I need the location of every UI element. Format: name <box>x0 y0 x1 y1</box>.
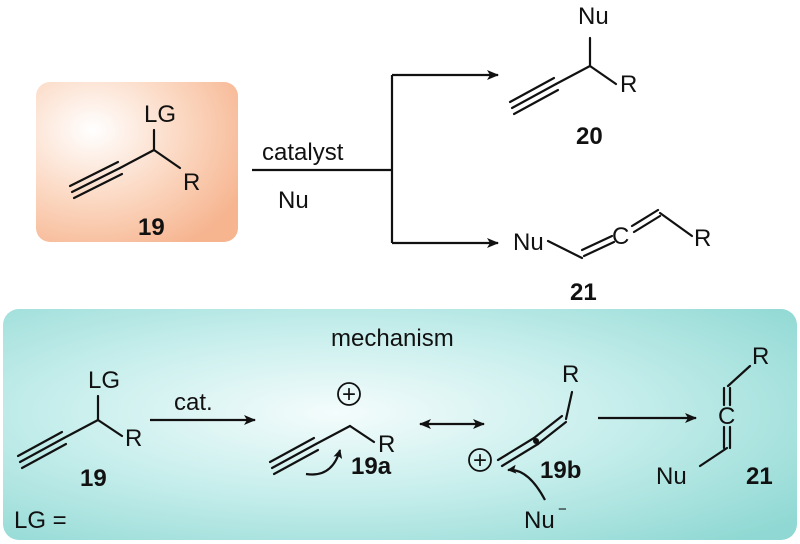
compound-19a-label: 19a <box>351 453 392 480</box>
compound-19-label: 19 <box>138 214 165 241</box>
cation-19a-charge: + <box>342 381 356 408</box>
compound-20-label: 20 <box>576 123 603 150</box>
mechanism-title: mechanism <box>331 325 454 352</box>
product-20-nucleophile-label: Nu <box>578 3 609 30</box>
mechanism-product-21-structure <box>698 364 752 468</box>
compound-19b-label: 19b <box>540 457 581 484</box>
allene-carbon-label: C <box>612 223 629 250</box>
substrate-leaving-group-label: LG <box>144 101 176 128</box>
catalyst-label: catalyst <box>262 139 344 166</box>
nucleophile-symbol: Nu <box>524 507 555 534</box>
cation-19a-r-label: R <box>378 431 395 458</box>
product-20-r-label: R <box>620 71 637 98</box>
mechanism-compound-21-label: 21 <box>746 463 773 490</box>
mechanism-leaving-group-label: LG <box>88 367 120 394</box>
mechanism-product-nucleophile-label: Nu <box>656 463 687 490</box>
product-21-r-label: R <box>694 225 711 252</box>
cation-19b-charge: + <box>473 447 487 474</box>
nucleophilic-attack-arrow <box>507 464 546 501</box>
product-21-nucleophile-label: Nu <box>513 229 544 256</box>
mechanism-allene-carbon-label: C <box>718 403 735 430</box>
nucleophile-reagent-label: Nu <box>278 187 309 214</box>
product-20-structure <box>508 36 618 116</box>
mechanism-compound-19-label: 19 <box>80 465 107 492</box>
catalyst-abbrev-label: cat. <box>174 389 213 416</box>
mechanism-product-r-label: R <box>752 343 769 370</box>
mechanism-panel <box>3 309 797 540</box>
substrate-r-label: R <box>183 169 200 196</box>
mechanism-substrate-r-label: R <box>125 425 142 452</box>
cation-19a-structure <box>268 424 376 476</box>
cation-19b-r-label: R <box>562 361 579 388</box>
leaving-group-definition: LG = <box>14 507 67 534</box>
compound-21-label: 21 <box>570 279 597 306</box>
cation-19a-charge-circle <box>337 382 361 406</box>
cation-19b-central-carbon <box>533 438 539 444</box>
substrate-19-structure <box>68 128 182 200</box>
nucleophile-charge: − <box>558 501 567 518</box>
cation-19b-structure <box>496 390 574 468</box>
cation-19b-charge-circle <box>468 448 492 472</box>
mechanism-substrate-19-structure <box>16 394 124 470</box>
electron-push-arrow-19a <box>305 449 343 476</box>
product-21-structure <box>546 208 694 260</box>
substrate-highlight-box <box>36 82 238 242</box>
